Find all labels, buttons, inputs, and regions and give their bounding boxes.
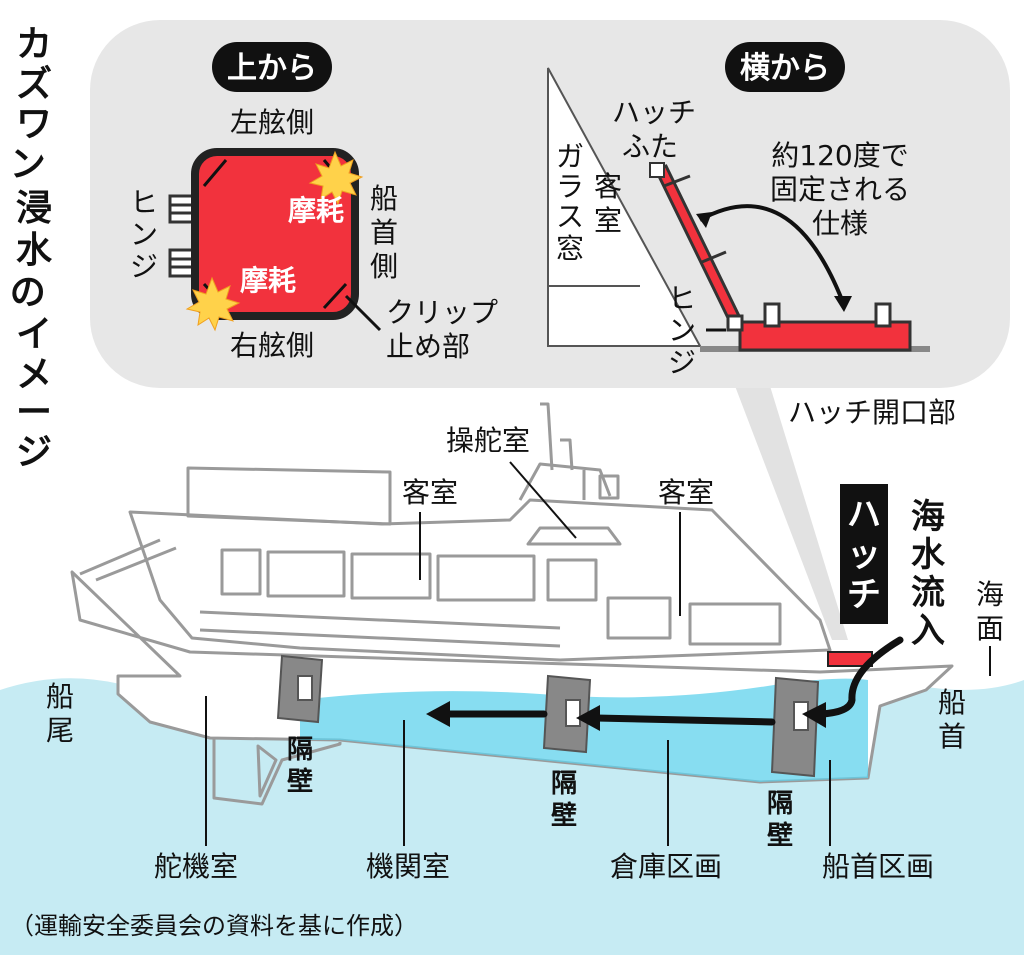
top-hinge-label: ヒンジ <box>130 186 158 283</box>
side-view-tag-text: 横から <box>740 51 830 86</box>
bow-label: 船首 <box>938 686 966 753</box>
wear-label-2: 摩耗 <box>240 264 296 297</box>
stern-label: 船尾 <box>46 680 74 747</box>
cabin-label-inset: 客室 <box>594 170 622 237</box>
starboard-side-label: 右舷側 <box>230 329 314 362</box>
compartment-steering: 舵機室 <box>154 850 238 883</box>
hatch-tag <box>840 484 888 624</box>
hatch-top-view <box>191 148 359 320</box>
top-view-tag <box>212 42 332 92</box>
wear-burst-icon-2 <box>185 276 241 332</box>
port-side-label: 左舷側 <box>230 106 314 139</box>
glass-window <box>547 67 702 347</box>
wear-burst-icon <box>308 150 364 206</box>
flow-arrows <box>444 636 904 726</box>
hatch-tag-text: ハッチ <box>847 495 881 615</box>
bulkhead-label-3: 隔壁 <box>767 789 793 851</box>
side-view-tag <box>725 42 845 92</box>
wear-label-1: 摩耗 <box>288 194 344 227</box>
angle-note: 約120度で固定される仕様 <box>770 139 910 240</box>
hatch-lid-label: ハッチふた <box>612 96 696 163</box>
bulkhead-stern <box>276 654 324 724</box>
sea-surface-label: 海面 <box>976 578 1004 645</box>
cabin-right-label: 客室 <box>658 476 714 509</box>
bulkhead-label-1: 隔壁 <box>287 735 313 797</box>
hatch-opening-label: ハッチ開口部 <box>788 396 956 429</box>
compartment-bow: 船首区画 <box>822 850 934 883</box>
glass-window-label: ガラス窓 <box>556 140 584 265</box>
clip-label: クリップ止め部 <box>386 296 498 363</box>
rotation-arrow <box>699 204 844 301</box>
bow-side-label: 船首側 <box>370 182 398 283</box>
side-hinge-label: ヒンジ <box>668 282 696 379</box>
bulkhead-bow <box>770 676 820 778</box>
clip-leader <box>344 294 382 332</box>
bulkhead-mid <box>542 674 592 754</box>
compartment-storage: 倉庫区画 <box>610 850 722 883</box>
bridge-label: 操舵室 <box>446 424 530 457</box>
flow-arrowheads <box>426 701 826 731</box>
clip-icons-side <box>726 302 892 332</box>
inflow-label: 海水流入 <box>911 497 946 651</box>
bulkhead-label-2: 隔壁 <box>551 769 577 831</box>
top-view-tag-text: 上から <box>227 51 317 86</box>
page-title: カズワン 浸水の イメージ <box>10 24 59 473</box>
source-note: （運輸安全委員会の資料を基に作成） <box>10 912 418 940</box>
callout-pointer <box>735 386 848 640</box>
compartment-leaders <box>205 696 831 846</box>
cabin-left-label: 客室 <box>402 476 458 509</box>
compartment-engine: 機関室 <box>366 850 450 883</box>
